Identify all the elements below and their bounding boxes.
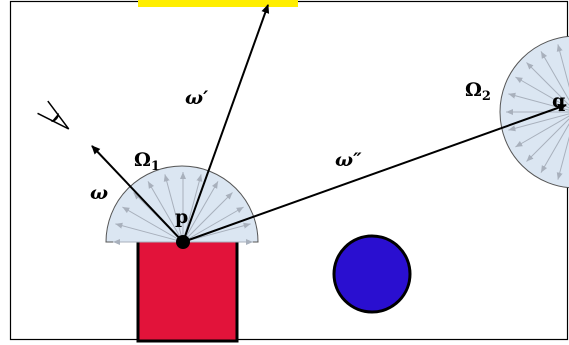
hemisphere-sample-arrow: [163, 174, 182, 237]
sphere-omega2: [499, 35, 569, 189]
ray-omega-prime: [182, 4, 270, 243]
hemisphere-sample-arrow: [540, 51, 569, 101]
label-Omega2: Ω2: [465, 79, 491, 104]
hemisphere-sample-arrow: [115, 222, 178, 241]
eye-icon: [37, 100, 70, 130]
blue-sphere: [332, 234, 412, 314]
hemisphere-sample-arrow: [188, 222, 251, 241]
hemisphere-sample-arrow: [185, 181, 219, 238]
hemisphere-sample-arrow: [526, 62, 569, 106]
label-q: q: [552, 90, 565, 112]
label-Omega1: Ω1: [134, 149, 160, 174]
ray-omega-double-prime: [182, 103, 567, 243]
hemisphere-sample-arrow: [184, 174, 203, 237]
hemisphere-sample-arrow: [186, 192, 233, 239]
hemisphere-sample-arrow: [526, 118, 569, 162]
hemisphere-sample-arrow: [508, 113, 569, 132]
label-p: p: [175, 206, 188, 228]
label-omega: ω: [90, 182, 108, 204]
scene-frame: [9, 0, 569, 341]
hemisphere-sample-arrow: [515, 115, 569, 148]
red-box: [136, 238, 239, 343]
hemisphere-omega1: [105, 165, 259, 245]
hemisphere-sample-arrow: [540, 123, 569, 173]
hemisphere-sample-arrow: [556, 44, 569, 88]
ray-omega: [91, 145, 184, 243]
hemisphere-sample-arrow: [147, 181, 181, 238]
label-omega-prime: ω′: [185, 87, 208, 109]
hemisphere-sample-arrow: [515, 76, 569, 109]
hemisphere-sample-arrow: [556, 136, 569, 180]
hemisphere-sample-arrow: [122, 206, 179, 240]
label-omega-double-prime: ω″: [335, 149, 362, 171]
hemisphere-sample-arrow: [187, 206, 244, 240]
point-p-dot: [176, 235, 190, 249]
light-source-bar: [138, 0, 298, 7]
